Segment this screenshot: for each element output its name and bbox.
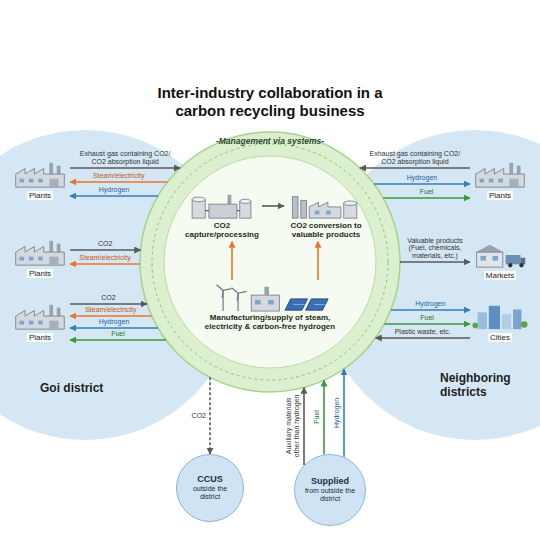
- node-label: CCUS: [197, 475, 223, 485]
- ring-line: [152, 144, 388, 380]
- ring-band: [140, 132, 400, 392]
- node-icon: [202, 282, 338, 312]
- node-label: Neighboring districts: [440, 372, 532, 400]
- flow-arrow: [70, 263, 140, 265]
- node-label: Plants: [27, 333, 53, 342]
- flow-label: Steam/electricity: [74, 306, 148, 314]
- flow-label: Auxiliary materials other than hydrogen: [285, 391, 301, 461]
- market-node: Markets: [470, 238, 530, 282]
- plant-node: Plants: [10, 158, 70, 202]
- flow-arrow: [70, 339, 166, 341]
- flow-arrow: [70, 327, 158, 329]
- node-icon: [12, 160, 68, 190]
- flow-arrow: [375, 337, 470, 339]
- flow-arrow: [317, 241, 319, 280]
- diagram-title: Inter-industry collaboration in a carbon…: [150, 84, 390, 120]
- flow-arrow: [70, 249, 141, 251]
- flow-label: Valuable products (Fuel, chemicals, mate…: [404, 237, 466, 260]
- node-label: Plants: [27, 191, 53, 200]
- flow-label: Exhaust gas containing CO2/ CO2 absorpti…: [364, 150, 466, 166]
- process-box: Manufacturing/supply of steam, electrici…: [200, 280, 340, 333]
- node-icon: [12, 302, 68, 332]
- node-label: Supplied: [311, 477, 349, 487]
- flow-arrow: [231, 241, 233, 280]
- node-label: Plants: [27, 269, 53, 278]
- flow-label: Fuel: [74, 330, 162, 338]
- city-node: Cities: [470, 300, 530, 344]
- flow-arrow: [70, 303, 147, 305]
- flow-label: CO2: [74, 240, 137, 248]
- node-label: -Management via systems-: [195, 136, 345, 146]
- flow-arrow: [262, 205, 284, 207]
- process-box: CO2 capture/processing: [182, 190, 262, 241]
- node-label: Manufacturing/supply of steam, electrici…: [202, 313, 338, 331]
- node-label: Markets: [484, 271, 516, 280]
- node-icon: [472, 240, 528, 270]
- flow-arrow: [391, 309, 470, 311]
- flow-label: Hydrogen: [333, 391, 341, 435]
- flow-label: Hydrogen: [74, 186, 154, 194]
- plant-node: Plants: [10, 300, 70, 344]
- node-icon: [12, 238, 68, 268]
- flow-arrow: [323, 380, 325, 454]
- node-label: CO2 capture/processing: [184, 221, 260, 239]
- node-icon: [286, 192, 366, 220]
- external-circle: Suppliedfrom outside the district: [294, 454, 366, 526]
- management-ring: -Management via systems- CO2 capture/proc…: [140, 132, 400, 392]
- external-circle: CCUSoutside the district: [176, 454, 244, 522]
- flow-arrow: [70, 181, 168, 183]
- process-box: CO2 conversion to valuable products: [284, 190, 368, 241]
- node-icon: [472, 160, 528, 190]
- node-label: CO2 conversion to valuable products: [286, 221, 366, 239]
- node-note: from outside the district: [301, 487, 359, 502]
- flow-arrow: [400, 261, 470, 263]
- plant-node: Plants: [470, 158, 530, 202]
- flow-arrow: [360, 167, 470, 169]
- flow-label: Fuel: [388, 314, 466, 322]
- flow-arrow: [383, 197, 470, 199]
- node-note: outside the district: [183, 485, 237, 500]
- flow-arrow: [343, 369, 345, 457]
- flow-label: Exhaust gas containing CO2/ CO2 absorpti…: [74, 150, 176, 166]
- node-label: Plants: [487, 191, 513, 200]
- flow-label: CO2: [74, 294, 143, 302]
- flow-arrow: [374, 183, 470, 185]
- flow-arrow: [384, 323, 470, 325]
- flow-label: Fuel: [387, 188, 466, 196]
- node-label: Goi district: [40, 382, 150, 396]
- flow-label: CO2: [192, 412, 206, 420]
- plant-node: Plants: [10, 236, 70, 280]
- flow-arrow: [70, 195, 158, 197]
- flow-arrow: [303, 387, 305, 465]
- flow-label: Hydrogen: [378, 174, 466, 182]
- flow-label: Plastic waste, etc.: [379, 328, 466, 336]
- node-label: Cities: [488, 333, 512, 342]
- node-icon: [472, 302, 528, 332]
- flow-label: Hydrogen: [395, 300, 466, 308]
- flow-arrow: [209, 377, 211, 454]
- flow-arrow: [70, 315, 152, 317]
- flow-arrow: [70, 167, 180, 169]
- node-icon: [184, 192, 260, 220]
- flow-label: Steam/electricity: [74, 172, 164, 180]
- flow-label: Hydrogen: [74, 318, 154, 326]
- ring-inner: [164, 156, 376, 368]
- flow-label: Steam/electricity: [74, 254, 136, 262]
- flow-label: Fuel: [313, 402, 321, 432]
